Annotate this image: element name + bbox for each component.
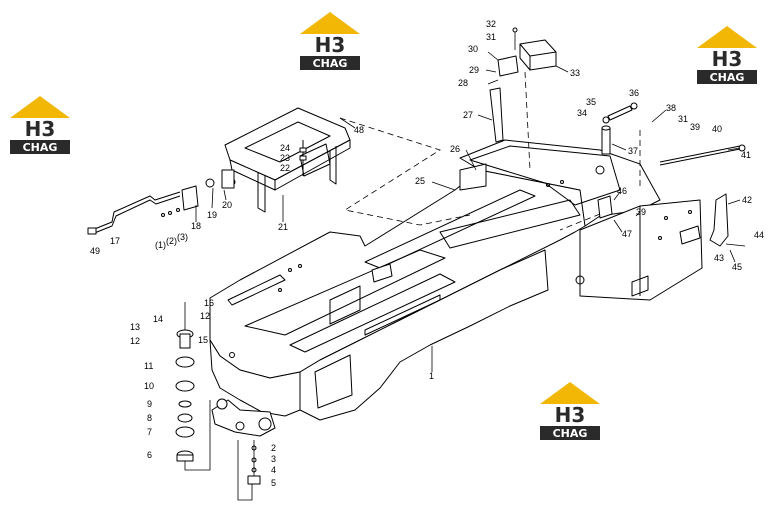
- callout-label: 35: [586, 97, 596, 107]
- callout-label: 38: [666, 103, 676, 113]
- callout-label: 30: [468, 44, 478, 54]
- brand-name: CHAG: [710, 71, 745, 84]
- callout-label: 49: [90, 246, 100, 256]
- callout-label: 11: [144, 361, 153, 371]
- callout-label: 28: [458, 78, 468, 88]
- brand-letters: H3: [25, 117, 56, 141]
- callout-label: 7: [147, 427, 152, 437]
- callout-label: 9: [147, 399, 152, 409]
- callout-label: 2: [271, 443, 276, 453]
- callout-label: 10: [144, 381, 154, 391]
- callout-label: 17: [110, 236, 120, 246]
- callout-label: 48: [354, 125, 364, 135]
- callout-label: 23: [280, 153, 290, 163]
- callout-label: 1: [429, 371, 434, 381]
- brand-name: CHAG: [553, 427, 588, 440]
- callout-label: 41: [741, 150, 751, 160]
- callout-label: 42: [742, 195, 752, 205]
- upper-right-parts: [371, 27, 746, 283]
- callout-label: 39: [690, 122, 700, 132]
- callout-label: (3): [177, 232, 188, 242]
- callout-label: 8: [147, 413, 152, 423]
- callout-label: 13: [130, 322, 140, 332]
- callout-label: 22: [280, 163, 290, 173]
- callout-label: 20: [222, 200, 232, 210]
- callout-label: (1): [155, 240, 166, 250]
- callout-label: 6: [147, 450, 152, 460]
- brand-letters: H3: [555, 403, 586, 427]
- callout-label: 32: [486, 19, 496, 29]
- callout-label: 43: [714, 253, 724, 263]
- callout-label: 5: [271, 478, 276, 488]
- callout-label: 4: [271, 465, 276, 475]
- callout-labels: 1 2 3 4 5 6 7 8 9 10 11 12 12 13 14 15 1…: [90, 19, 764, 488]
- pivot-stack: [175, 302, 261, 501]
- dashed-leaders: [339, 71, 641, 231]
- linkage-rod: [87, 169, 235, 235]
- callout-label: 24: [280, 143, 290, 153]
- brand-letters: H3: [315, 33, 346, 57]
- callout-label: 14: [153, 314, 163, 324]
- leader-lines: [195, 51, 746, 372]
- callout-label: 40: [712, 124, 722, 134]
- callout-label: 45: [732, 262, 742, 272]
- callout-label: 39: [636, 207, 646, 217]
- callout-label: 19: [207, 210, 217, 220]
- callout-label: 16: [204, 298, 214, 308]
- callout-label: (2): [166, 236, 177, 246]
- brand-name: CHAG: [313, 57, 348, 70]
- callout-label: 12: [200, 311, 210, 321]
- callout-label: 15: [198, 335, 208, 345]
- callout-label: 46: [617, 186, 627, 196]
- callout-label: 21: [278, 222, 288, 232]
- callout-label: 27: [463, 110, 473, 120]
- callout-label: 31: [678, 114, 688, 124]
- callout-label: 25: [415, 176, 425, 186]
- callout-label: 44: [754, 230, 764, 240]
- callout-label: 31: [486, 32, 496, 42]
- brand-letters: H3: [712, 47, 743, 71]
- callout-label: 47: [622, 229, 632, 239]
- brand-watermark: H3 CHAG H3 CHAG H3 CHAG H3 CHAG: [10, 12, 757, 440]
- brand-name: CHAG: [23, 141, 58, 154]
- callout-label: 34: [577, 108, 587, 118]
- callout-label: 33: [570, 68, 580, 78]
- callout-label: 26: [450, 144, 460, 154]
- callout-label: 12: [130, 336, 140, 346]
- callout-label: 18: [191, 221, 201, 231]
- callout-label: 36: [629, 88, 639, 98]
- callout-label: 29: [469, 65, 479, 75]
- callout-label: 37: [628, 146, 638, 156]
- callout-label: 3: [271, 454, 276, 464]
